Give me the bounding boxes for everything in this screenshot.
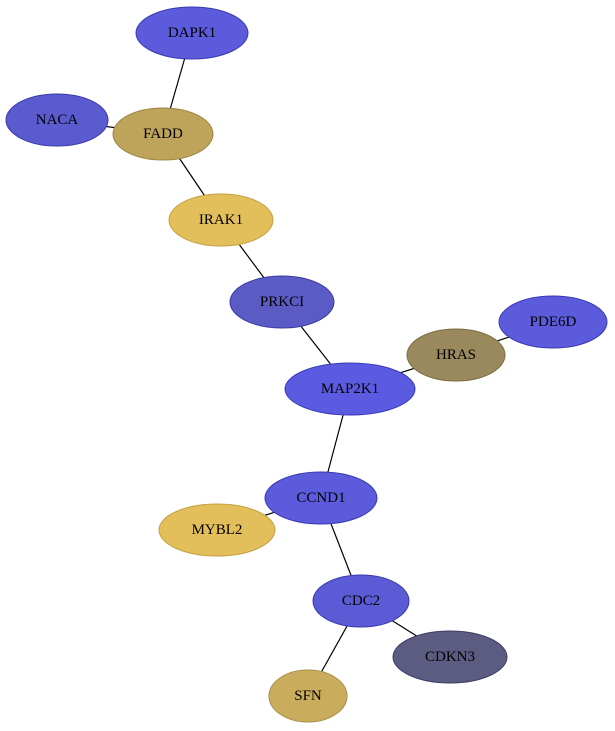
node-cdc2[interactable]: CDC2 bbox=[312, 574, 410, 628]
node-label: NACA bbox=[36, 112, 79, 128]
node-ccnd1[interactable]: CCND1 bbox=[264, 471, 378, 525]
node-cdkn3[interactable]: CDKN3 bbox=[392, 630, 508, 684]
node-label: CDC2 bbox=[342, 593, 380, 609]
node-ellipse[interactable] bbox=[229, 275, 335, 329]
node-label: DAPK1 bbox=[168, 25, 216, 41]
node-label: CCND1 bbox=[296, 490, 345, 506]
node-ellipse[interactable] bbox=[392, 630, 508, 684]
node-fadd[interactable]: FADD bbox=[112, 107, 214, 161]
node-ellipse[interactable] bbox=[168, 193, 274, 247]
node-irak1[interactable]: IRAK1 bbox=[168, 193, 274, 247]
node-ellipse[interactable] bbox=[312, 574, 410, 628]
node-sfn[interactable]: SFN bbox=[268, 669, 348, 723]
node-label: MYBL2 bbox=[192, 522, 243, 538]
node-ellipse[interactable] bbox=[406, 328, 506, 382]
node-ellipse[interactable] bbox=[135, 6, 249, 60]
node-ellipse[interactable] bbox=[284, 362, 416, 416]
node-map2k1[interactable]: MAP2K1 bbox=[284, 362, 416, 416]
node-label: MAP2K1 bbox=[321, 381, 379, 397]
node-ellipse[interactable] bbox=[158, 503, 276, 557]
node-label: FADD bbox=[143, 126, 183, 142]
node-label: PDE6D bbox=[530, 314, 577, 330]
node-ellipse[interactable] bbox=[112, 107, 214, 161]
node-prkci[interactable]: PRKCI bbox=[229, 275, 335, 329]
node-naca[interactable]: NACA bbox=[5, 93, 109, 147]
node-ellipse[interactable] bbox=[268, 669, 348, 723]
node-dapk1[interactable]: DAPK1 bbox=[135, 6, 249, 60]
node-ellipse[interactable] bbox=[264, 471, 378, 525]
node-ellipse[interactable] bbox=[5, 93, 109, 147]
node-label: HRAS bbox=[436, 347, 476, 363]
node-label: SFN bbox=[294, 688, 322, 704]
node-label: PRKCI bbox=[260, 294, 304, 310]
node-label: CDKN3 bbox=[425, 649, 475, 665]
node-mybl2[interactable]: MYBL2 bbox=[158, 503, 276, 557]
node-hras[interactable]: HRAS bbox=[406, 328, 506, 382]
node-ellipse[interactable] bbox=[498, 295, 608, 349]
node-pde6d[interactable]: PDE6D bbox=[498, 295, 608, 349]
node-label: IRAK1 bbox=[199, 212, 243, 228]
